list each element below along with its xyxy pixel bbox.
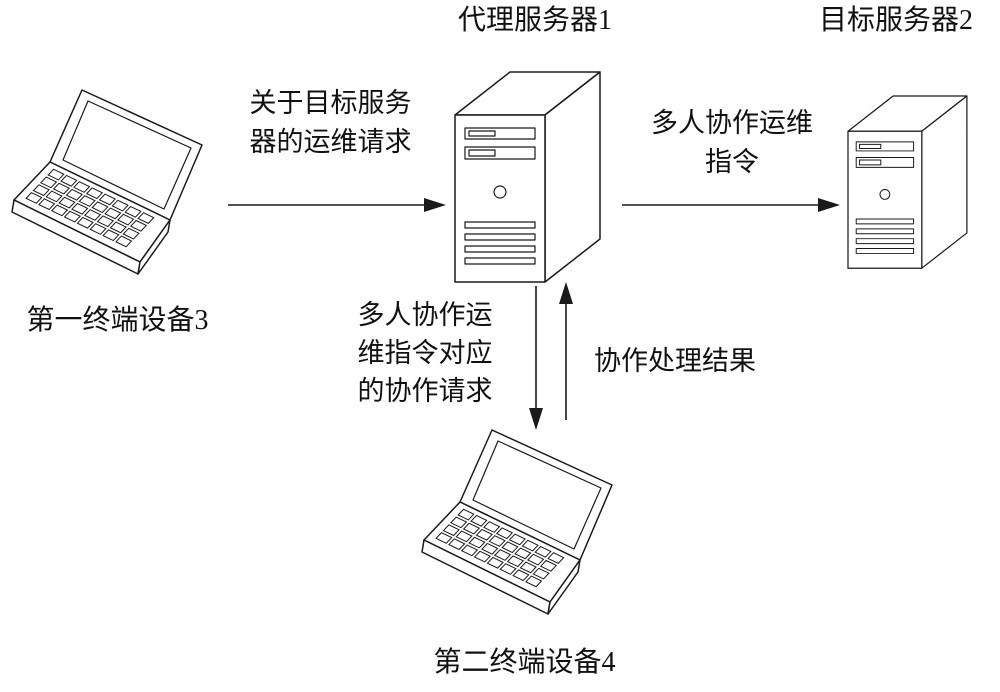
arrowhead-down-icon	[529, 408, 543, 430]
target-server-label: 目标服务器2	[818, 5, 973, 36]
terminal1-laptop-icon	[11, 89, 203, 275]
arrowhead-up-icon	[559, 282, 573, 304]
arrowhead-right-icon	[818, 198, 840, 212]
collab-command-edge-label: 多人协作运维 指令	[651, 108, 813, 177]
arrowhead-right-icon	[424, 198, 446, 212]
arrow-collab-command	[622, 198, 840, 212]
ops-request-edge-label: 关于目标服务 器的运维请求	[249, 88, 412, 157]
proxy-server-label: 代理服务器1	[457, 5, 612, 36]
arrow-collab-request	[529, 286, 543, 430]
proxy-server-icon	[454, 71, 601, 283]
arrow-collab-result	[559, 282, 573, 420]
arrow-ops-request	[228, 198, 446, 212]
terminal2-label: 第二终端设备4	[433, 647, 616, 678]
target-server-icon	[847, 95, 968, 269]
terminal2-laptop-icon	[421, 429, 613, 615]
terminal1-label: 第一终端设备3	[26, 305, 209, 336]
collab-result-edge-label: 协作处理结果	[594, 346, 756, 376]
collab-request-edge-label: 多人协作运 维指令对应 的协作请求	[357, 300, 493, 406]
